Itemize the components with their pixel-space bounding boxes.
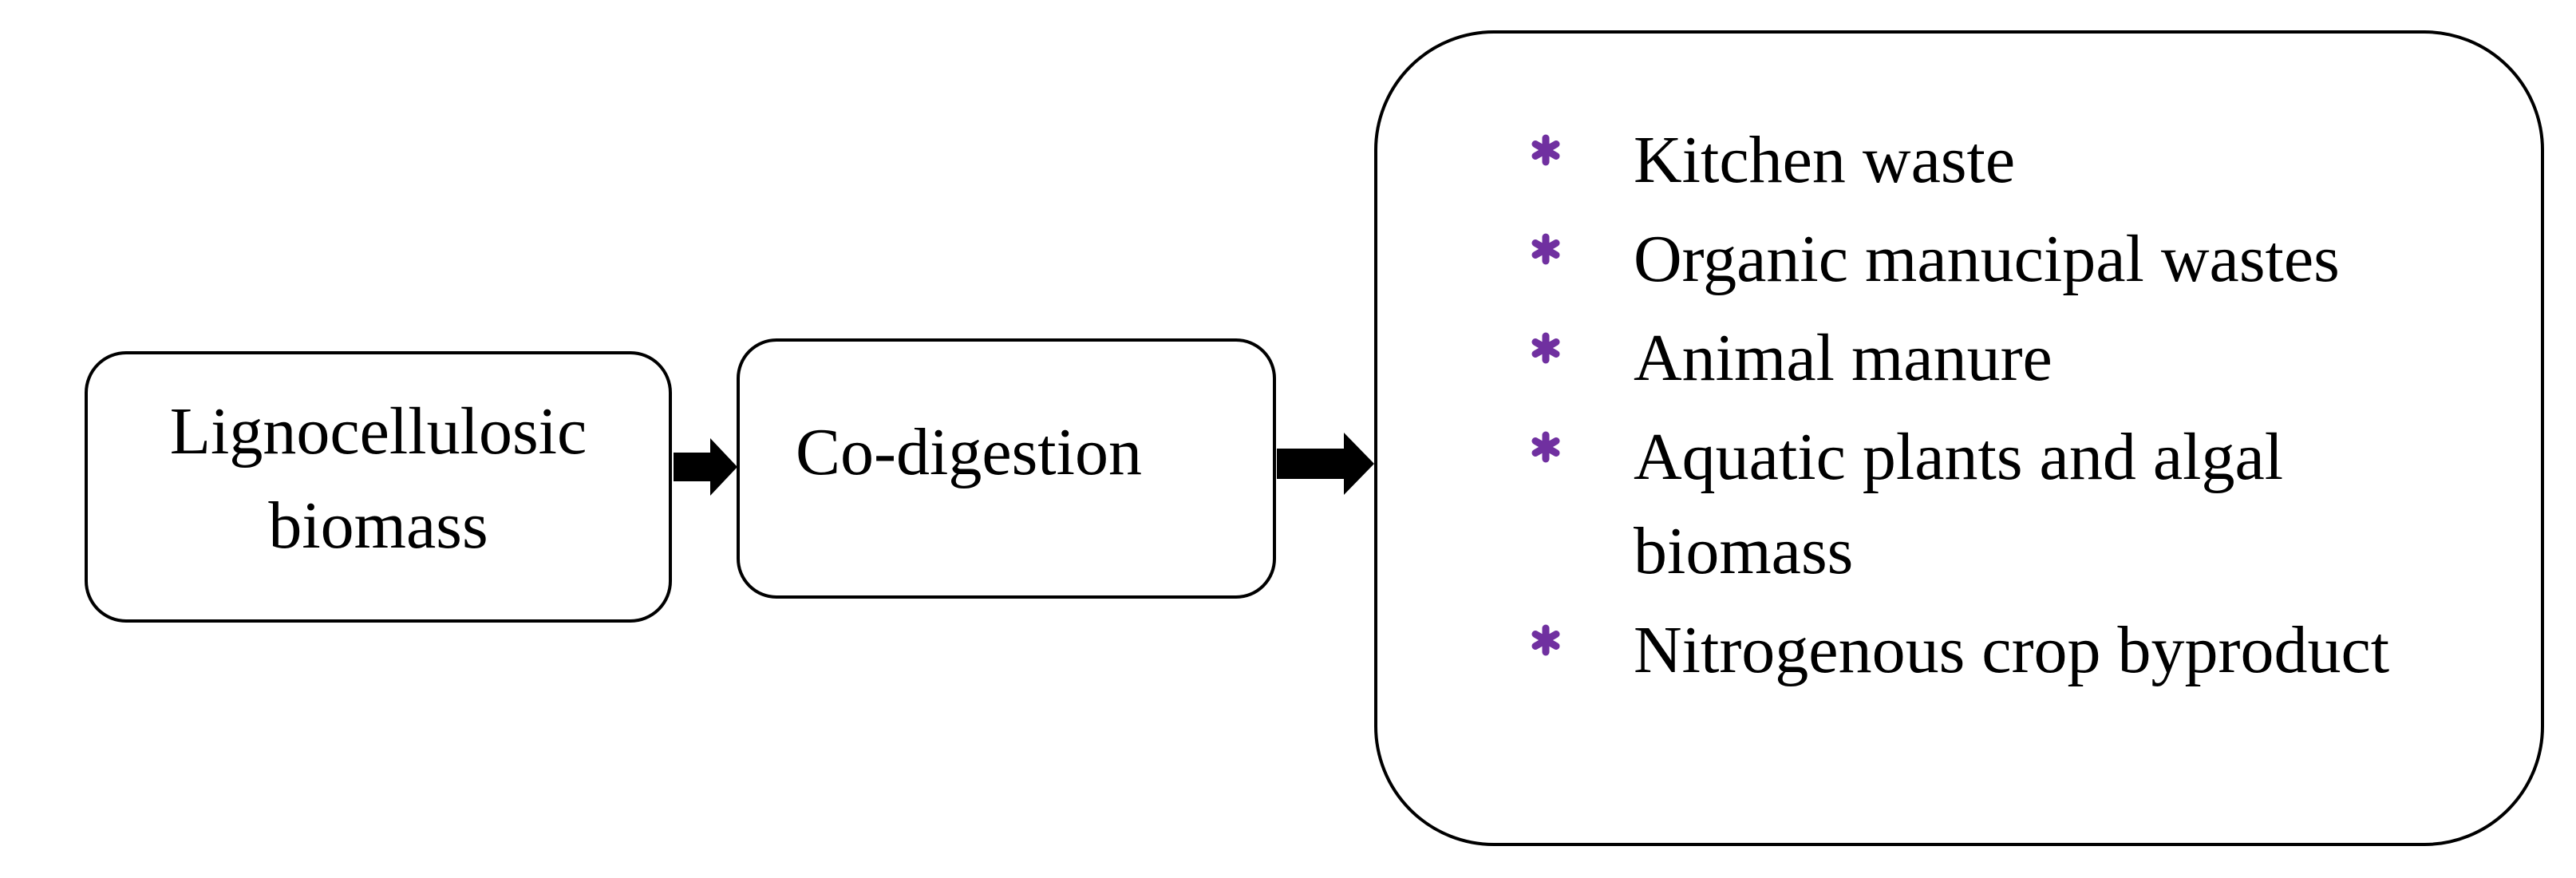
lignocellulosic-label-line-1: Lignocellulosic xyxy=(169,394,587,469)
list-item-text: Nitrogenous crop byproduct xyxy=(1634,613,2390,687)
co-substrates-box: Kitchen waste Organic manucipal wastes xyxy=(1374,30,2544,846)
asterisk-bullet-icon xyxy=(1531,624,1560,656)
lignocellulosic-biomass-box: Lignocellulosic biomass xyxy=(85,351,672,623)
lignocellulosic-label-line-2: biomass xyxy=(268,488,488,563)
asterisk-bullet-icon xyxy=(1531,332,1560,364)
co-digestion-box: Co-digestion xyxy=(737,338,1276,599)
co-substrates-list: Kitchen waste Organic manucipal wastes xyxy=(1530,113,2487,702)
list-item: Kitchen waste xyxy=(1530,113,2487,208)
list-item-text: Animal manure xyxy=(1634,321,2053,395)
asterisk-bullet-icon xyxy=(1531,134,1560,166)
list-item: Nitrogenous crop byproduct xyxy=(1530,603,2487,698)
list-item-text: Aquatic plants and algal biomass xyxy=(1634,420,2284,588)
asterisk-bullet-icon xyxy=(1531,431,1560,463)
list-item-text: Organic manucipal wastes xyxy=(1634,222,2340,296)
list-item: Organic manucipal wastes xyxy=(1530,212,2487,307)
list-item-text: Kitchen waste xyxy=(1634,123,2016,197)
list-item: Animal manure xyxy=(1530,311,2487,405)
lignocellulosic-biomass-label: Lignocellulosic biomass xyxy=(139,385,618,573)
co-digestion-label: Co-digestion xyxy=(796,415,1142,489)
asterisk-bullet-icon xyxy=(1531,233,1560,265)
list-item: Aquatic plants and algal biomass xyxy=(1530,410,2487,599)
right-arrow-icon xyxy=(674,438,737,496)
right-arrow-icon xyxy=(1277,433,1374,495)
